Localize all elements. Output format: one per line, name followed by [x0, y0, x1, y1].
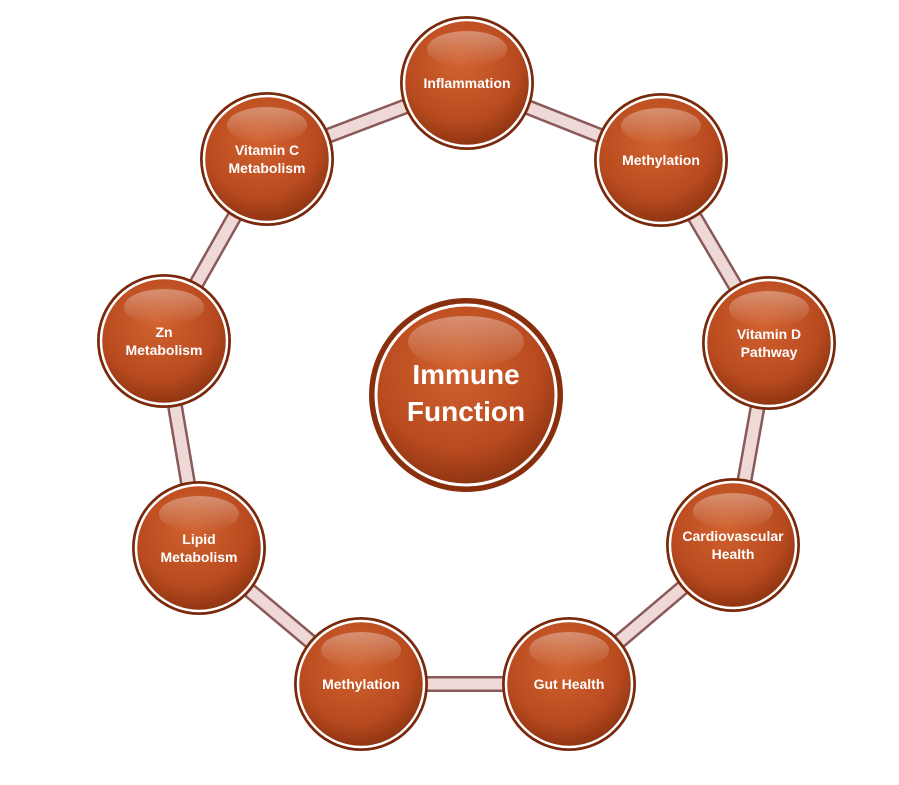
- node-highlight: [159, 496, 239, 532]
- center-node: Immune Function: [369, 298, 563, 492]
- node-label-line: Metabolism: [125, 342, 202, 358]
- node-highlight: [729, 291, 809, 327]
- node-label-line: Health: [712, 546, 755, 562]
- node-label-line: Metabolism: [160, 549, 237, 565]
- node-highlight: [227, 107, 307, 143]
- node-methylation-top: Methylation: [594, 93, 728, 227]
- node-label-line: Methylation: [322, 676, 400, 692]
- node-label-line: Methylation: [622, 152, 700, 168]
- node-highlight: [621, 108, 701, 144]
- connector-ring: [155, 74, 778, 692]
- node-inflammation: Inflammation: [400, 16, 534, 150]
- node-highlight: [321, 632, 401, 668]
- node-label-line: Pathway: [741, 344, 798, 360]
- node-vitamin-c-metabolism: Vitamin C Metabolism: [200, 92, 334, 226]
- center-label-line-1: Immune: [412, 359, 519, 390]
- ring-band: [158, 77, 775, 690]
- node-label-line: Lipid: [182, 531, 215, 547]
- node-highlight: [124, 289, 204, 325]
- node-vitamin-d-pathway: Vitamin D Pathway: [702, 276, 836, 410]
- node-label-line: Inflammation: [423, 75, 510, 91]
- node-highlight: [693, 493, 773, 529]
- node-label-line: Gut Health: [534, 676, 605, 692]
- node-label-line: Metabolism: [228, 160, 305, 176]
- center-label-line-2: Function: [407, 396, 525, 427]
- node-label-line: Vitamin D: [737, 326, 801, 342]
- node-methylation-bottom: Methylation: [294, 617, 428, 751]
- node-highlight: [529, 632, 609, 668]
- center-node-highlight: [408, 316, 524, 368]
- node-gut-health: Gut Health: [502, 617, 636, 751]
- node-highlight: [427, 31, 507, 67]
- node-label-line: Zn: [155, 324, 172, 340]
- node-label-line: Cardiovascular: [682, 528, 784, 544]
- node-label-line: Vitamin C: [235, 142, 299, 158]
